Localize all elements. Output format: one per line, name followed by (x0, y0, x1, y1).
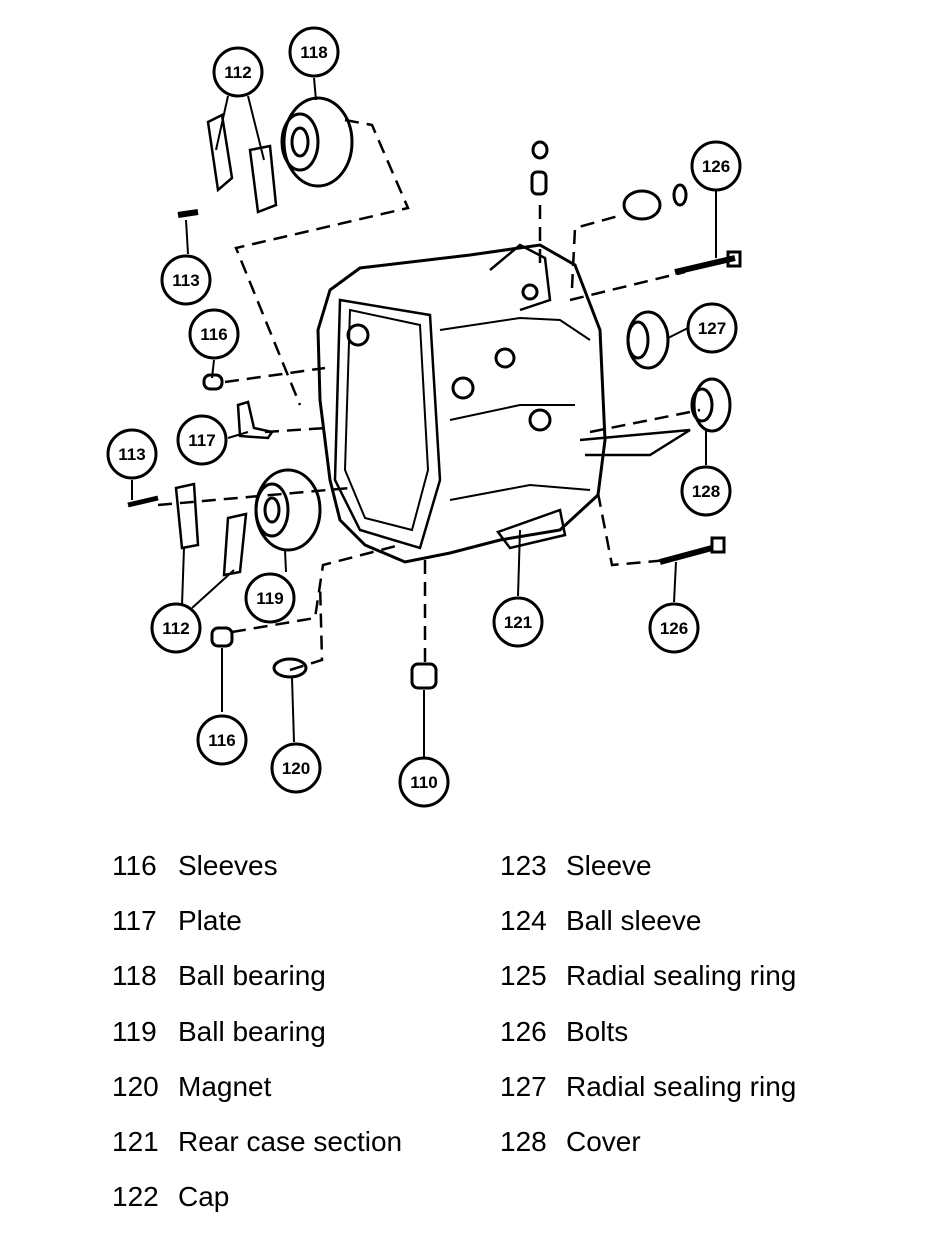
legend-label: Magnet (178, 1070, 272, 1102)
rear-case-housing (316, 243, 691, 564)
legend-item: 124 Ball sleeve (500, 907, 796, 935)
callout-circle-112a (212, 46, 264, 98)
callout-circle-118 (288, 26, 340, 78)
callout-120: 120 (282, 759, 310, 778)
legend-label: Ball sleeve (566, 905, 702, 937)
callout-circle-121 (492, 596, 544, 648)
ball-bearing-119 (254, 468, 322, 552)
legend-number: 125 (500, 960, 547, 992)
legend-label: Radial sealing ring (566, 1070, 797, 1102)
callout-113a: 113 (172, 271, 199, 290)
legend-label: Cover (566, 1125, 641, 1157)
legend-item: 116 Sleeves (112, 852, 402, 880)
assembly-lines (157, 118, 701, 672)
ball-bearing-118 (280, 96, 354, 188)
legend-label: Ball bearing (178, 1015, 326, 1047)
callout-circle-127 (686, 302, 738, 354)
sleeve-top (530, 140, 688, 221)
callout-127: 127 (698, 319, 726, 338)
callout-circle-119 (244, 572, 296, 624)
leader-lines (131, 77, 717, 758)
exploded-view-diagram: 112 118 126 113 116 127 117 113 128 119 … (106, 26, 742, 808)
legend-label: Radial sealing ring (566, 960, 797, 992)
legend-item: 119 Ball bearing (112, 1015, 402, 1047)
callout-126a: 126 (702, 157, 730, 176)
legend-number: 118 (112, 960, 157, 992)
callout-110: 110 (410, 773, 437, 792)
callout-circle-126a (690, 140, 742, 192)
legend-item: 118 Ball bearing (112, 962, 402, 990)
legend-number: 128 (500, 1125, 547, 1157)
callout-112b: 112 (162, 619, 189, 638)
legend-label: Cap (178, 1181, 230, 1213)
legend-item: 126 Bolts (500, 1015, 796, 1047)
legend-label: Ball bearing (178, 960, 326, 992)
sealing-ring-127 (626, 310, 670, 370)
callout-circle-126b (648, 602, 700, 654)
legend-number: 119 (112, 1015, 157, 1047)
callout-circle-112b (150, 602, 202, 654)
legend-item: 127 Radial sealing ring (500, 1070, 797, 1102)
legend-number: 121 (112, 1125, 159, 1157)
legend-item: 121 Rear case section (112, 1125, 403, 1157)
legend-number: 116 (112, 850, 157, 881)
cover-128 (690, 377, 732, 433)
legend-label: Bolts (566, 1015, 629, 1047)
callout-circle-113a (160, 254, 212, 306)
legend-item: 122 Cap (112, 1183, 402, 1211)
callout-118: 118 (300, 43, 327, 62)
legend-label: Sleeve (566, 850, 652, 881)
small-parts (174, 113, 438, 690)
legend-item: 123 Sleeve (500, 852, 796, 880)
callout-126b: 126 (660, 619, 688, 638)
legend-item: 125 Radial sealing ring (500, 962, 796, 990)
legend-number: 117 (112, 905, 157, 937)
callout-116b: 116 (208, 731, 235, 750)
callout-circle-117 (176, 414, 228, 466)
bolts (127, 209, 742, 565)
callout-circle-110 (398, 756, 450, 808)
legend-item: 128 Cover (500, 1125, 796, 1157)
callout-circle-120 (270, 742, 322, 794)
callout-121: 121 (504, 613, 532, 632)
callout-128: 128 (692, 482, 720, 501)
callout-117: 117 (188, 431, 215, 450)
callout-119: 119 (256, 589, 283, 608)
legend-item: 120 Magnet (112, 1070, 402, 1102)
legend-number: 127 (500, 1070, 547, 1102)
legend-number: 123 (500, 850, 547, 881)
legend-label: Plate (178, 905, 242, 937)
legend-number: 126 (500, 1015, 547, 1047)
callout-113b: 113 (118, 445, 145, 464)
legend-number: 120 (112, 1070, 159, 1102)
callout-circle-116b (196, 714, 248, 766)
callout-116a: 116 (200, 325, 227, 344)
legend-number: 124 (500, 905, 547, 937)
callout-circle-128 (680, 465, 732, 517)
legend-label: Rear case section (178, 1125, 403, 1157)
legend-label: Sleeves (178, 850, 278, 881)
legend-number: 122 (112, 1181, 159, 1213)
legend-item: 117 Plate (112, 907, 402, 935)
callout-112a: 112 (224, 63, 251, 82)
callout-circle-116a (188, 308, 240, 360)
callout-circle-113b (106, 428, 158, 480)
